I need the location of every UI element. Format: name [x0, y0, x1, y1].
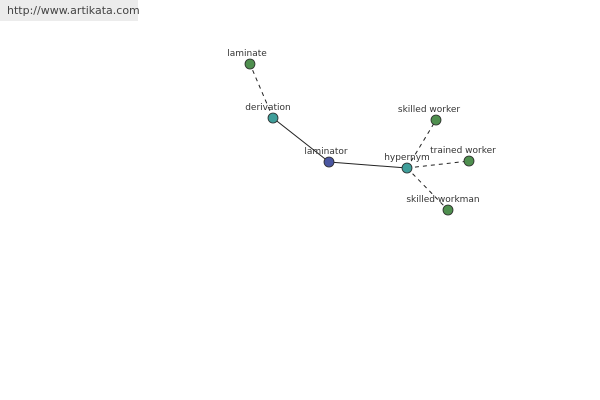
- nodes-layer: [244, 58, 475, 216]
- node-skilled-worker[interactable]: [430, 114, 442, 126]
- node-skilled-workman[interactable]: [442, 204, 454, 216]
- edge-laminator-hypernym: [328, 161, 408, 169]
- node-trained-worker[interactable]: [463, 155, 475, 167]
- edge-laminator-derivation: [272, 117, 330, 163]
- edge-hypernym-skilled-worker: [406, 119, 437, 169]
- edges-layer: [249, 63, 470, 211]
- labels-layer: laminator derivation laminate hypernym skill…: [227, 49, 496, 205]
- node-label-derivation[interactable]: derivation: [245, 103, 291, 113]
- node-derivation[interactable]: [267, 112, 279, 124]
- node-label-skilled-worker[interactable]: skilled worker: [398, 105, 461, 115]
- node-laminate[interactable]: [244, 58, 256, 70]
- node-label-hypernym[interactable]: hypernym: [384, 153, 430, 163]
- edge-hypernym-skilled-workman: [406, 167, 449, 211]
- edge-hypernym-trained-worker: [406, 160, 470, 169]
- url-banner[interactable]: http://www.artikata.com: [0, 0, 140, 21]
- node-hypernym[interactable]: [401, 162, 413, 174]
- edge-derivation-laminate: [249, 63, 274, 119]
- node-label-skilled-workman[interactable]: skilled workman: [406, 195, 479, 205]
- node-label-trained-worker[interactable]: trained worker: [430, 146, 496, 156]
- node-label-laminator[interactable]: laminator: [304, 147, 348, 157]
- node-laminator[interactable]: [323, 156, 335, 168]
- node-label-laminate[interactable]: laminate: [227, 49, 267, 59]
